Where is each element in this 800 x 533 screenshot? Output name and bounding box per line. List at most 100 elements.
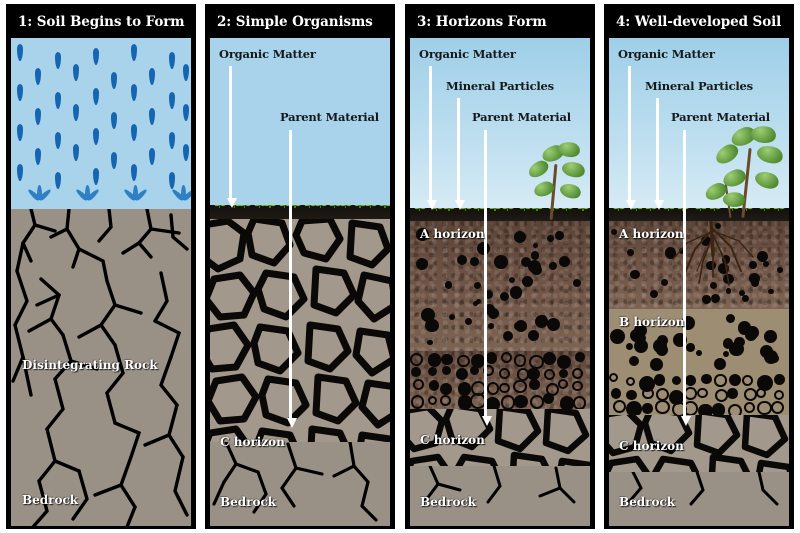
soil-aggregate [668, 390, 684, 406]
soil-aggregate [714, 374, 727, 387]
raindrop [73, 104, 79, 121]
soil-aggregate [410, 395, 425, 409]
soil-aggregate [441, 365, 451, 375]
soil-aggregate [612, 399, 626, 414]
bedrock-crack-lines [212, 442, 378, 522]
soil-pore [427, 339, 433, 345]
panel-2: 2: Simple Organisms Organic Matter Paren… [205, 4, 395, 529]
soil-aggregate [485, 351, 498, 364]
surface-sprout [547, 208, 561, 211]
soil-aggregate [410, 352, 423, 366]
rain-splash [25, 184, 55, 202]
raindrop [169, 92, 175, 109]
root-system [672, 221, 754, 286]
soil-pore [738, 290, 745, 296]
a-horizon-region [410, 221, 590, 351]
panel-2-title-bar: 2: Simple Organisms [208, 7, 392, 37]
soil-pore [746, 325, 759, 339]
raindrop [35, 108, 41, 125]
surface-sprout [364, 205, 378, 208]
soil-pore [456, 254, 467, 265]
panel-1-title-bar: 1: Soil Begins to Form [9, 7, 193, 37]
mineral-particles-arrow [455, 98, 465, 210]
raindrop [169, 132, 175, 149]
soil-aggregate [697, 387, 708, 399]
soil-pore [654, 339, 666, 351]
parent-material-arrow-head [681, 401, 691, 426]
bedrock-crack-lines [627, 472, 779, 506]
bedrock-label: Bedrock [619, 495, 676, 509]
organic-matter-arrow [626, 66, 636, 210]
c-horizon-label: C horizon [220, 435, 285, 449]
soil-pore [762, 260, 769, 267]
organic-matter-label: Organic Matter [219, 47, 316, 61]
soil-pore [661, 279, 669, 287]
raindrop [183, 64, 189, 81]
raindrop [131, 164, 137, 181]
rain-splash [121, 184, 151, 202]
soil-pore [701, 236, 711, 246]
surface-sprout [518, 208, 532, 211]
soil-aggregate [557, 379, 568, 390]
raindrop [35, 148, 41, 165]
b-horizon-label: B horizon [619, 315, 685, 329]
raindrop [111, 152, 117, 169]
soil-pore [416, 230, 427, 241]
surface-sprout [314, 205, 328, 208]
soil-pore [630, 269, 641, 280]
soil-pore [721, 255, 731, 264]
soil-pore [513, 231, 526, 243]
soil-aggregate [556, 354, 572, 369]
soil-aggregate [701, 373, 712, 385]
panel-1: 1: Soil Begins to Form [6, 4, 196, 529]
soil-pore [416, 257, 429, 270]
soil-aggregate [486, 382, 500, 395]
parent-material-arrow-head [287, 403, 297, 428]
panel-3-title-bar: 3: Horizons Form [408, 7, 592, 37]
soil-aggregate [625, 400, 642, 415]
soil-aggregate [441, 353, 453, 365]
rain-splash [169, 184, 191, 202]
surface-sprout [740, 208, 754, 211]
surface-sprout [353, 205, 367, 208]
soil-aggregate [427, 396, 438, 406]
soil-aggregate [642, 403, 653, 414]
disintegrating-rock-label: Disintegrating Rock [22, 358, 158, 372]
panel-2-title: 2: Simple Organisms [217, 14, 373, 30]
soil-aggregate [469, 365, 480, 376]
soil-pore [547, 318, 561, 332]
surface-sprout [772, 208, 786, 211]
soil-aggregate [542, 393, 554, 405]
soil-aggregate [529, 379, 541, 390]
soil-aggregate [514, 394, 528, 409]
soil-aggregate [757, 400, 772, 415]
soil-aggregate [499, 367, 510, 379]
soil-aggregate [653, 374, 666, 386]
bedrock-region [609, 472, 789, 526]
soil-pore [514, 320, 527, 333]
soil-aggregate [471, 353, 486, 368]
soil-pore [444, 281, 452, 289]
soil-pore [484, 303, 495, 315]
soil-pore [649, 289, 659, 299]
parent-material-label: Parent Material [280, 110, 379, 124]
seedling-plant [518, 138, 590, 221]
soil-aggregate [711, 403, 726, 415]
soil-aggregate [729, 373, 742, 386]
c-horizon-label: C horizon [420, 433, 485, 447]
soil-pore [528, 259, 542, 274]
raindrop [169, 52, 175, 69]
surface-sprout [238, 205, 252, 208]
raindrop [73, 144, 79, 161]
soil-aggregate [774, 373, 785, 385]
soil-aggregate [455, 368, 468, 381]
soil-pore [650, 358, 663, 371]
soil-aggregate [572, 368, 584, 380]
surface-sprout [339, 205, 353, 208]
soil-pore [448, 313, 455, 320]
raindrop [93, 128, 99, 145]
soil-pore [472, 300, 479, 307]
surface-sprout [459, 208, 473, 211]
surface-sprout [530, 208, 544, 211]
raindrop [131, 44, 137, 61]
